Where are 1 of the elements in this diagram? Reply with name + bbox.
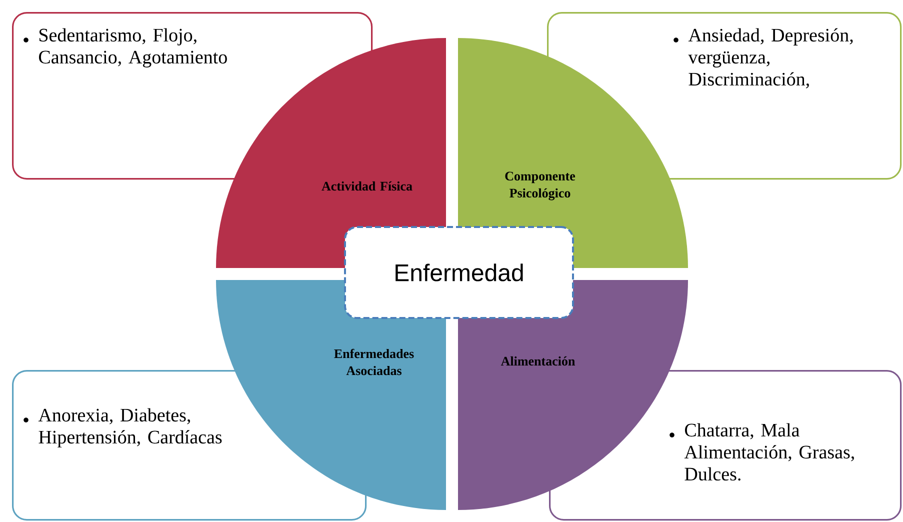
center-box: Enfermedad — [344, 226, 574, 319]
